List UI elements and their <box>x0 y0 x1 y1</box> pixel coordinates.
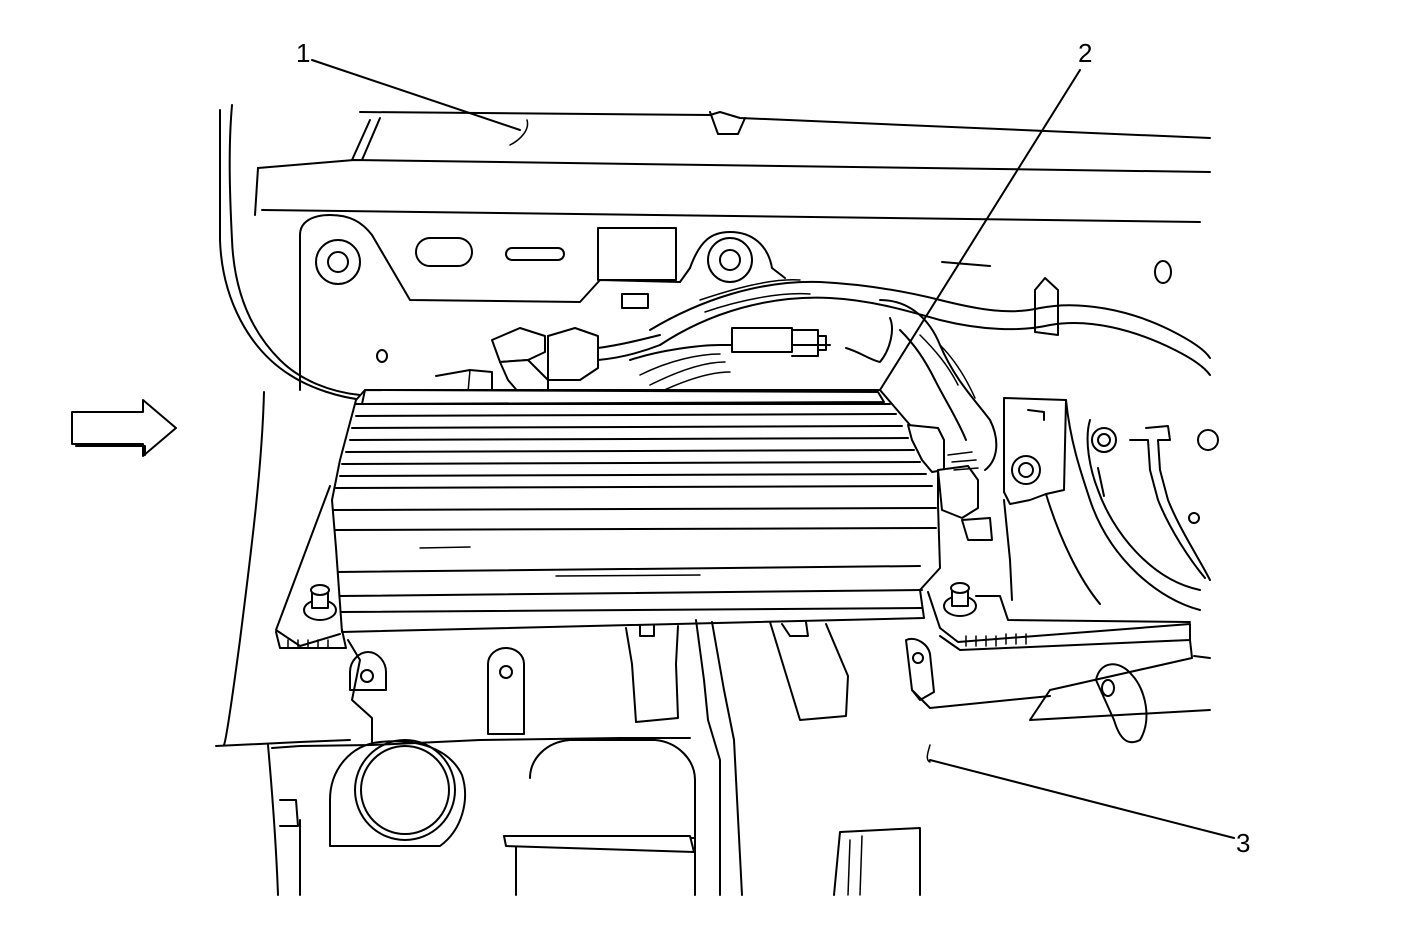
left-trim-panel <box>215 104 366 896</box>
callout-3: 3 <box>1236 828 1250 858</box>
amplifier <box>331 389 993 633</box>
lower-floor-panel <box>271 619 1148 896</box>
upper-body-panel <box>254 111 1211 391</box>
mounting-bracket-right <box>927 582 1191 651</box>
callout-1: 1 <box>296 38 310 68</box>
callout-1-leader <box>311 59 521 131</box>
callout-leaders <box>311 59 1235 839</box>
right-arrow-icon <box>71 399 177 457</box>
mounting-bracket-left <box>275 485 347 649</box>
right-frame-structure <box>1003 397 1219 721</box>
callout-2-leader <box>879 69 1081 391</box>
callout-3-leader <box>929 759 1235 839</box>
callout-2: 2 <box>1078 38 1092 68</box>
